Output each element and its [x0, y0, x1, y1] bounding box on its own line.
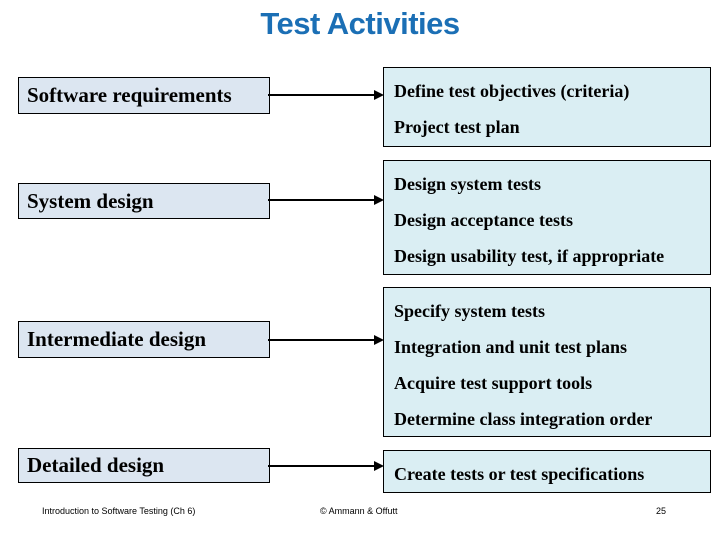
activities-box-system-design: Design system tests Design acceptance te…: [383, 160, 711, 275]
phase-box-system-design: System design: [18, 183, 270, 219]
activity-item: Specify system tests: [394, 301, 545, 321]
phase-box-detailed-design: Detailed design: [18, 448, 270, 483]
phase-label-software-requirements: Software requirements: [27, 83, 232, 107]
arrow-system-design-to-activities: [268, 199, 374, 201]
arrow-software-requirements-to-activities: [268, 94, 374, 96]
footer-copyright: © Ammann & Offutt: [320, 506, 398, 516]
activities-box-intermediate-design: Specify system tests Integration and uni…: [383, 287, 711, 437]
footer-page-number: 25: [656, 506, 667, 516]
activity-item: Create tests or test specifications: [394, 464, 645, 484]
arrow-detailed-design-to-activities: [268, 465, 374, 467]
phase-label-detailed-design: Detailed design: [27, 453, 165, 477]
phase-label-intermediate-design: Intermediate design: [27, 327, 207, 351]
activity-item: Project test plan: [394, 117, 520, 137]
activities-box-detailed-design: Create tests or test specifications: [383, 450, 711, 493]
activity-item: Design usability test, if appropriate: [394, 246, 665, 266]
activity-item: Acquire test support tools: [394, 373, 593, 393]
activities-box-software-requirements: Define test objectives (criteria) Projec…: [383, 67, 711, 147]
slide-title: Test Activities: [260, 6, 460, 41]
phase-label-system-design: System design: [27, 188, 154, 213]
activity-item: Integration and unit test plans: [394, 337, 628, 357]
activity-item: Determine class integration order: [394, 409, 653, 429]
activity-item: Design system tests: [394, 174, 541, 194]
footer-course-title: Introduction to Software Testing (Ch 6): [42, 506, 196, 516]
activity-item: Design acceptance tests: [394, 210, 573, 230]
activity-item: Define test objectives (criteria): [394, 81, 630, 101]
arrow-intermediate-design-to-activities: [268, 339, 374, 341]
phase-box-intermediate-design: Intermediate design: [18, 321, 270, 358]
phase-box-software-requirements: Software requirements: [18, 77, 270, 114]
